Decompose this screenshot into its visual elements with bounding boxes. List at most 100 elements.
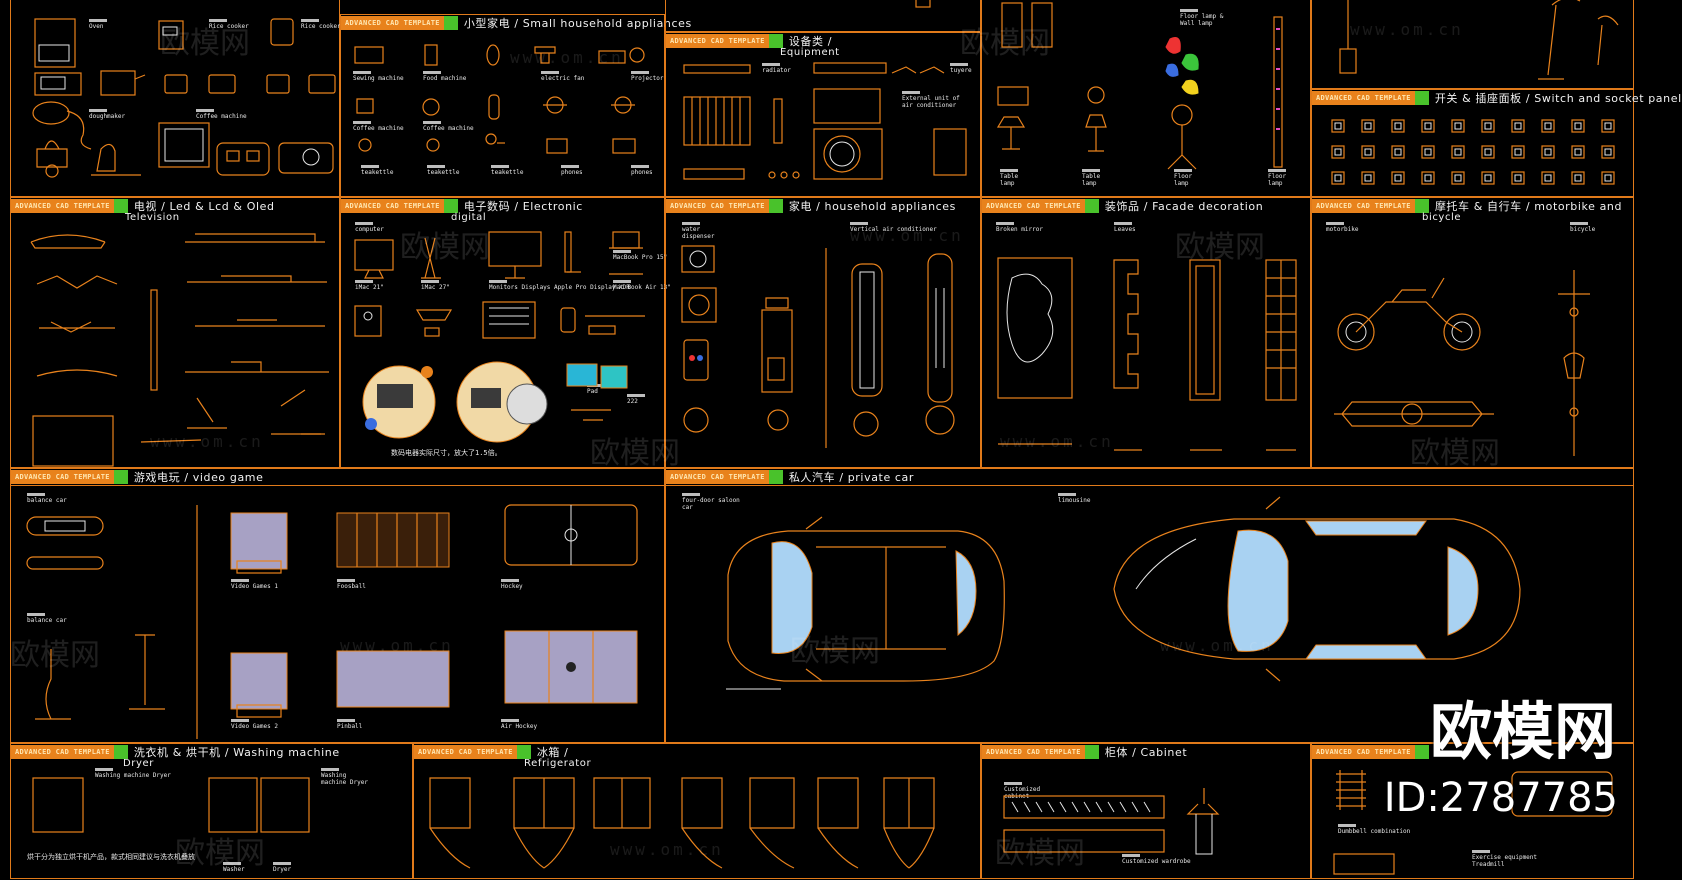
switch-panel xyxy=(1421,145,1435,159)
switch-key xyxy=(1334,148,1342,156)
template-badge: ADVANCED CAD TEMPLATE xyxy=(666,199,783,213)
panel-subtitle: Television xyxy=(125,212,180,223)
switch-panel xyxy=(1571,171,1585,185)
label-coffee-1: Coffee machine xyxy=(353,121,404,132)
label-table-lamp-1: Table lamp xyxy=(1000,169,1030,187)
panel-top-middle xyxy=(665,0,981,32)
label-video-games-2: Video Games 2 xyxy=(231,719,278,730)
switch-key xyxy=(1574,122,1582,130)
switch-panel xyxy=(1541,145,1555,159)
template-badge: ADVANCED CAD TEMPLATE xyxy=(1312,199,1429,213)
panel-refrigerator: ADVANCED CAD TEMPLATE 冰箱 / Refrigerator xyxy=(413,743,981,879)
label-teakettle-2: teakettle xyxy=(427,165,460,176)
switch-key xyxy=(1424,174,1432,182)
switch-key xyxy=(1394,174,1402,182)
panel-title-en: household appliances xyxy=(824,200,957,213)
panel-title-cn: 开关 & 插座面板 xyxy=(1434,92,1522,105)
template-badge: ADVANCED CAD TEMPLATE xyxy=(414,745,531,759)
label-phones-2: phones xyxy=(631,165,653,176)
lamp-drawings xyxy=(996,2,1283,170)
label-air-hockey: Air Hockey xyxy=(501,719,537,730)
label-rice-cooker-2: Rice cooker xyxy=(301,19,341,30)
panel-facade: ADVANCED CAD TEMPLATE 装饰品 / Facade decor… xyxy=(981,197,1311,468)
panel-title-cn: 私人汽车 xyxy=(788,471,836,484)
panel-subtitle: Dryer xyxy=(123,758,154,769)
label-monitors: Monitors Displays Apple Pro Display XDR xyxy=(489,280,630,291)
panel-television: ADVANCED CAD TEMPLATE 电视 / Led & Lcd & O… xyxy=(10,197,340,468)
label-food: Food machine xyxy=(423,71,466,82)
panel-title-cn: 电子数码 xyxy=(463,200,511,213)
switch-key xyxy=(1514,174,1522,182)
panel-title-en: motorbike and xyxy=(1534,200,1623,213)
template-badge: ADVANCED CAD TEMPLATE xyxy=(666,470,783,484)
switch-panel xyxy=(1391,145,1405,159)
template-badge: ADVANCED CAD TEMPLATE xyxy=(341,16,458,30)
label-sewing: Sewing machine xyxy=(353,71,404,82)
panel-header: ADVANCED CAD TEMPLATE 小型家电 / Small house… xyxy=(341,15,692,31)
label-doughmaker: doughmaker xyxy=(89,109,125,120)
switch-panel xyxy=(1511,119,1525,133)
panel-switch: ADVANCED CAD TEMPLATE 开关 & 插座面板 / Switch… xyxy=(1311,89,1681,197)
switch-panel xyxy=(1451,145,1465,159)
label-computer: computer xyxy=(355,222,384,233)
switch-panel xyxy=(1451,119,1465,133)
label-phones-1: phones xyxy=(561,165,583,176)
washer-drawings xyxy=(32,777,310,833)
label-teakettle-1: teakettle xyxy=(361,165,394,176)
switch-key xyxy=(1544,148,1552,156)
switch-panel xyxy=(1391,119,1405,133)
switch-panel xyxy=(1511,171,1525,185)
panel-title-cn: 装饰品 xyxy=(1104,200,1140,213)
template-badge: ADVANCED CAD TEMPLATE xyxy=(982,745,1099,759)
switch-key xyxy=(1454,174,1462,182)
switch-key xyxy=(1514,122,1522,130)
switch-panel xyxy=(1421,171,1435,185)
template-badge: ADVANCED CAD TEMPLATE xyxy=(1312,745,1429,759)
label-rice-cooker: Rice cooker xyxy=(209,19,249,30)
template-badge: ADVANCED CAD TEMPLATE xyxy=(982,199,1099,213)
panel-header: ADVANCED CAD TEMPLATE 开关 & 插座面板 / Switch… xyxy=(1312,90,1682,106)
template-badge: ADVANCED CAD TEMPLATE xyxy=(341,199,458,213)
label-imac-27: iMac 27" xyxy=(421,280,450,291)
panel-header: ADVANCED CAD TEMPLATE 电视 / Led & Lcd & O… xyxy=(11,198,275,214)
switch-key xyxy=(1574,148,1582,156)
template-badge: ADVANCED CAD TEMPLATE xyxy=(11,745,128,759)
template-badge: ADVANCED CAD TEMPLATE xyxy=(1312,91,1429,105)
label-hockey: Hockey xyxy=(501,579,523,590)
switch-key xyxy=(1604,122,1612,130)
panel-title-en: Washing machine xyxy=(233,746,340,759)
panel-title-cn: 电视 xyxy=(133,200,158,213)
panel-kitchen: Oven Rice cooker Rice cooker doughmaker … xyxy=(10,0,341,197)
label-water-dispenser: water dispenser xyxy=(682,222,718,240)
panel-motorbike: ADVANCED CAD TEMPLATE 摩托车 & 自行车 / motorb… xyxy=(1311,197,1634,468)
panel-washing: ADVANCED CAD TEMPLATE 洗衣机 & 烘干机 / Washin… xyxy=(10,743,413,879)
panel-title-en: Small household appliances xyxy=(522,17,692,30)
panel-title-cn: 小型家电 xyxy=(463,17,511,30)
video-game-drawings xyxy=(26,504,638,739)
switch-panel xyxy=(1541,119,1555,133)
switch-key xyxy=(1364,148,1372,156)
label-exercise: Exercise equipment Treadmill xyxy=(1472,850,1542,868)
panel-fitness: ADVANCED CAD TEMPLATE Dumbbell combinati… xyxy=(1311,743,1634,879)
label-motorbike: motorbike xyxy=(1326,222,1359,233)
label-radiator: radiator xyxy=(762,63,791,74)
label-pad-number: 222 xyxy=(627,394,645,405)
label-macbook-pro: MacBook Pro 15" xyxy=(613,250,667,261)
cabinet-drawings xyxy=(1003,788,1220,855)
switch-key xyxy=(1454,122,1462,130)
facade-drawings xyxy=(997,257,1297,451)
fridge-drawings xyxy=(429,777,935,869)
panel-title-cn: 冰箱 xyxy=(536,746,561,759)
switch-panel xyxy=(1481,171,1495,185)
switch-panel xyxy=(1361,171,1375,185)
washer-note: 烘干分为独立烘干机产品，款式相同建议与洗衣机叠放 xyxy=(27,853,195,861)
switch-key xyxy=(1334,122,1342,130)
panel-title-cn: 设备类 xyxy=(788,35,824,48)
switch-key xyxy=(1544,122,1552,130)
panel-cabinet: ADVANCED CAD TEMPLATE 柜体 / Cabinet Custo… xyxy=(981,743,1311,879)
switch-panel xyxy=(1601,145,1615,159)
label-washer: Washer xyxy=(223,862,245,873)
panel-header: ADVANCED CAD TEMPLATE xyxy=(1312,744,1429,760)
panel-subtitle: bicycle xyxy=(1422,212,1462,223)
label-coffee-machine: Coffee machine xyxy=(196,109,247,120)
